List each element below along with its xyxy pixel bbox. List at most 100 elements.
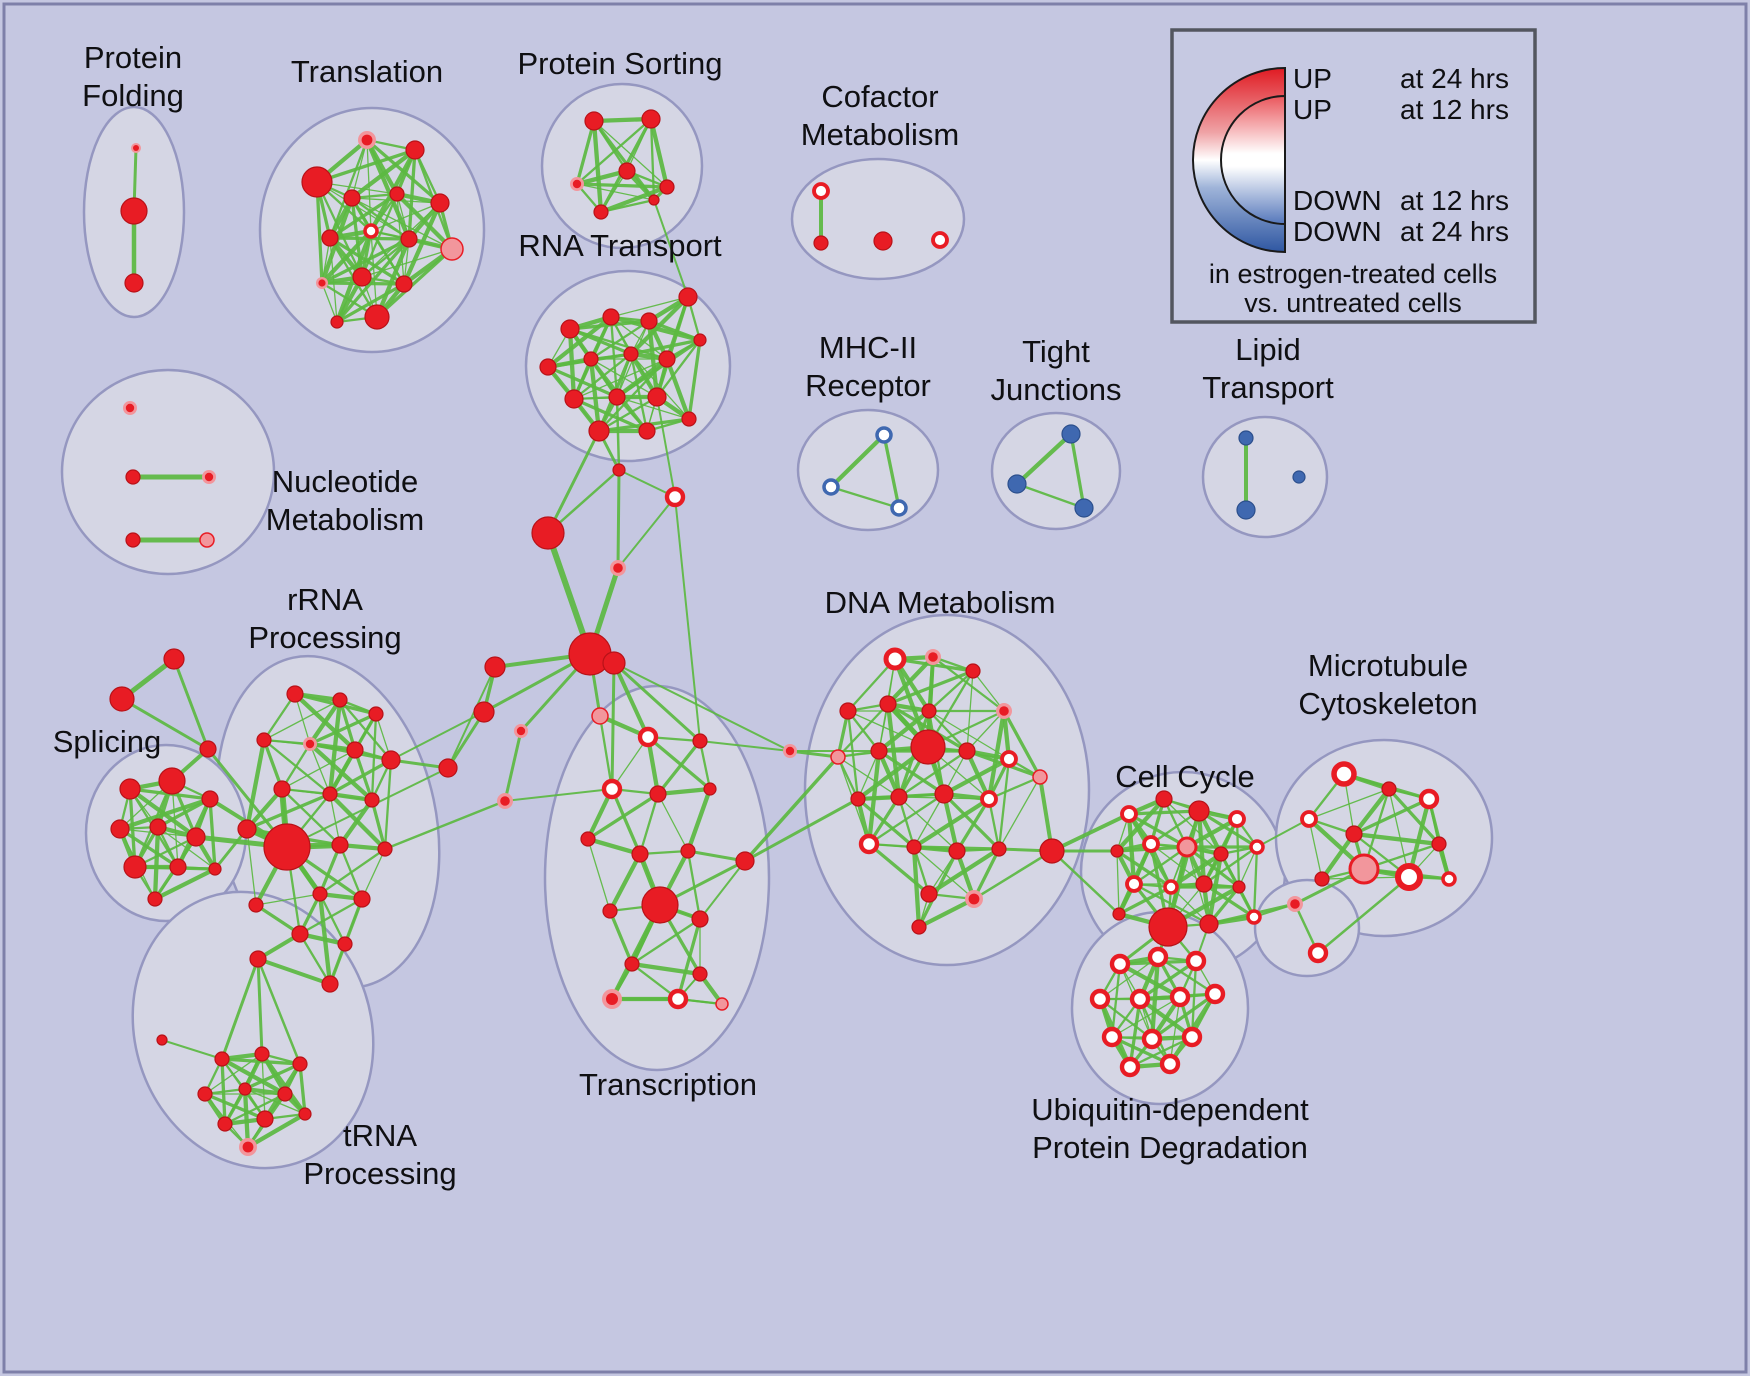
legend-up-24-label: UP: [1293, 63, 1332, 94]
node-g07: [381, 750, 401, 770]
edge-v07-v09: [1150, 992, 1217, 1041]
edge-g17-g19: [254, 903, 302, 936]
edge-t02-t07: [328, 138, 369, 240]
edge-g17-g20: [298, 932, 332, 986]
node-d14: [890, 788, 908, 806]
edge-w02-w04: [1308, 788, 1390, 820]
edge-t09-t12: [360, 237, 411, 279]
node-g20: [321, 975, 339, 993]
edge-h2-x03: [674, 496, 701, 742]
edge-s3-s5: [575, 182, 669, 189]
edge-t01-t11: [315, 180, 324, 285]
node-g02: [332, 692, 348, 708]
node-j3: [1074, 498, 1094, 518]
edge-r04-r07: [628, 294, 691, 357]
edge-x09-x12: [686, 849, 702, 921]
node-c2: [813, 235, 829, 251]
edge-h10-x04: [504, 788, 613, 802]
node-n5: [199, 532, 215, 548]
node-n4: [125, 532, 141, 548]
node-pf2: [120, 197, 148, 225]
edge-g01-g04: [262, 692, 297, 742]
edge-t03-t09: [407, 148, 417, 241]
node-k14: [1148, 907, 1188, 947]
node-m2: [822, 478, 840, 496]
edge-h8-g21: [446, 710, 486, 770]
edge-g07-g09: [328, 758, 393, 796]
edge-t09-t11: [320, 237, 411, 285]
edge-g04-g08: [262, 738, 284, 791]
edge-q2-q3: [120, 697, 210, 751]
edge-k11-k17: [1117, 885, 1173, 916]
edge-x02-x04: [611, 736, 649, 790]
edge-d08-d13: [836, 755, 860, 801]
edge-k08-k15: [1206, 851, 1224, 927]
node-u01: [249, 950, 267, 968]
edge-s1-s3: [575, 119, 596, 186]
node-t03: [405, 140, 425, 160]
node-d15: [934, 784, 954, 804]
node-pf3: [124, 273, 144, 293]
edge-g02-g06: [338, 698, 357, 752]
edge-p04-p08: [118, 827, 180, 869]
node-s4: [618, 162, 636, 180]
legend-up-12-time: at 12 hrs: [1400, 94, 1509, 125]
edge-t09-t14: [374, 236, 412, 320]
edge-d13-d19: [856, 797, 916, 849]
node-t07: [321, 229, 339, 247]
edge-r08-r15: [664, 356, 692, 422]
edge-u05-u11: [298, 1062, 307, 1116]
node-w05: [1345, 825, 1363, 843]
node-d10: [910, 729, 946, 765]
edge-d07-d17: [1002, 709, 1042, 779]
edge-d14-d20: [898, 796, 958, 852]
edge-x08-x11: [607, 851, 643, 914]
node-k08: [1213, 846, 1229, 862]
edge-r06-r13: [588, 356, 602, 434]
edge-u04-u06: [204, 1053, 263, 1095]
edge-h6-x02: [612, 661, 650, 739]
edge-d16-d20: [955, 797, 991, 853]
node-s6: [593, 204, 609, 220]
node-k10: [1125, 875, 1143, 893]
edge-h2-h4: [617, 496, 676, 569]
node-g17: [291, 925, 309, 943]
legend-down-12-time: at 12 hrs: [1400, 185, 1509, 216]
node-x14: [692, 966, 708, 982]
legend-down-12-label: DOWN: [1293, 185, 1382, 216]
node-d18: [858, 833, 880, 855]
edge-h9-h10: [503, 729, 523, 803]
cluster-label-dna-metabolism: DNA Metabolism: [825, 585, 1056, 620]
node-g10: [364, 792, 380, 808]
edge-d16-d17: [987, 775, 1042, 801]
edge-r02-r04: [610, 296, 689, 318]
node-m3: [890, 499, 908, 517]
node-b1: [735, 851, 755, 871]
node-core-u12: [242, 1141, 254, 1153]
node-p06: [186, 827, 206, 847]
edge-v03-v05: [1138, 959, 1198, 1001]
node-g15: [312, 886, 328, 902]
edge-s3-s4: [574, 168, 630, 187]
node-k11: [1163, 879, 1179, 895]
edge-d02-d07: [931, 655, 1006, 713]
node-u07: [238, 1082, 252, 1096]
node-j2: [1007, 474, 1027, 494]
node-g12: [263, 823, 311, 871]
edge-d23-e1: [972, 849, 1054, 901]
edge-d19-d23: [913, 846, 975, 900]
edge-t05-t07: [328, 192, 399, 240]
edge-v02-v07: [1156, 955, 1217, 996]
edge-d05-d08: [836, 702, 890, 759]
edge-p03-p05: [156, 797, 212, 829]
node-d06: [921, 703, 937, 719]
edge-r02-r05: [545, 314, 614, 370]
node-core-t11: [318, 279, 326, 287]
